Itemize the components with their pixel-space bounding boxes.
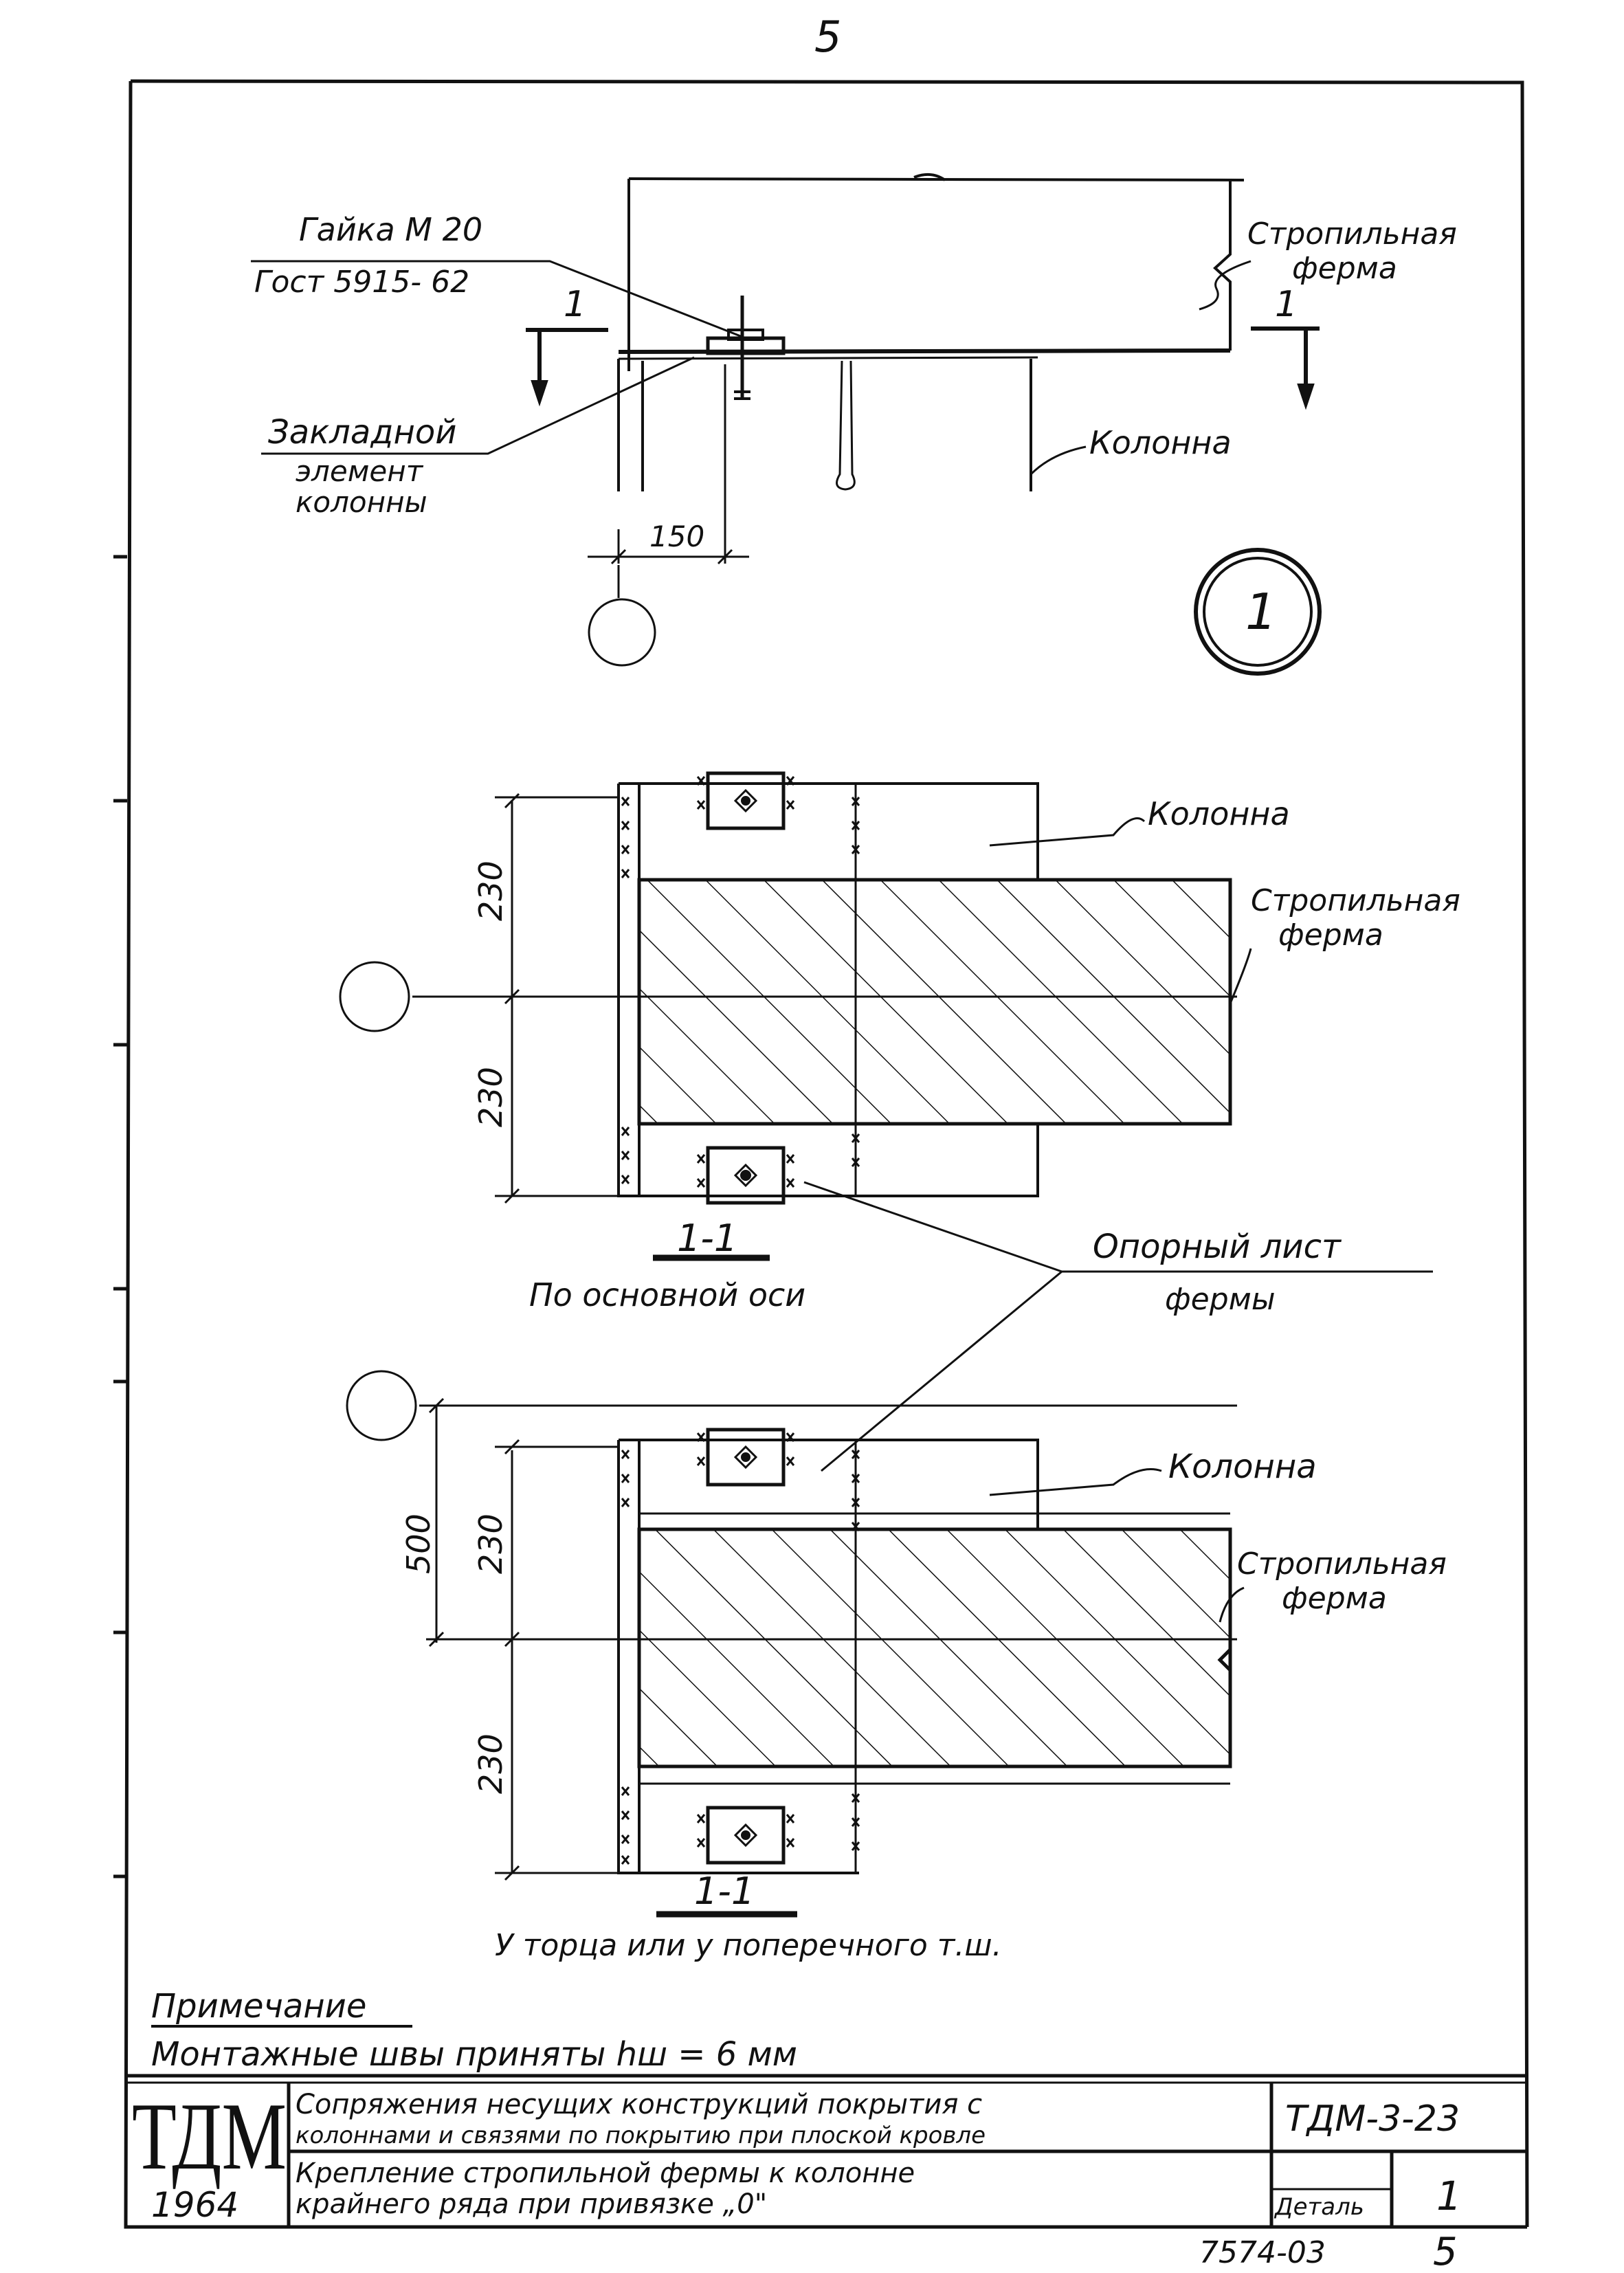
subtitle-line-2: крайнего ряда при привязке „0" <box>296 2188 767 2220</box>
nut-label-1: Гайка М 20 <box>299 211 482 248</box>
sheet-frame <box>124 79 1529 2229</box>
detail-label: Деталь <box>1273 2193 1364 2221</box>
embedded-label-3: колонны <box>296 485 427 519</box>
subtitle-line-1: Крепление стропильной фермы к колонне <box>296 2158 915 2189</box>
truss-outline <box>628 177 1245 181</box>
note-text: Монтажные швы приняты hш = 6 мм <box>151 2035 797 2074</box>
section-b-title: 1-1 <box>694 1870 755 1913</box>
dim-150: 150 <box>649 520 704 553</box>
axis-bubble-b <box>346 1370 417 1441</box>
section-a-truss-label-1: Стропильная <box>1251 883 1460 918</box>
section-a-dim-top: 230 <box>472 861 509 921</box>
drawing-code: ТДМ-3-23 <box>1285 2098 1460 2140</box>
detail-callout <box>1194 548 1322 676</box>
detail-number: 1 <box>1436 2173 1462 2219</box>
section-a <box>339 771 1252 1261</box>
truss-label-2: ферма <box>1292 251 1397 286</box>
truss-section-b <box>637 1527 1232 1768</box>
truss-label-1: Стропильная <box>1247 217 1457 252</box>
detail-callout-number: 1 <box>1245 583 1277 641</box>
section-mark-right: 1 <box>1275 284 1298 325</box>
nut-label-2: Гост 5915- 62 <box>254 265 469 300</box>
support-sheet-label-2: фермы <box>1165 1282 1276 1317</box>
year: 1964 <box>151 2185 238 2225</box>
section-b-dim-top: 230 <box>472 1514 509 1574</box>
detail-elevation <box>251 173 1322 676</box>
embedded-label-1: Закладной <box>268 413 456 452</box>
section-b-dim-bottom: 230 <box>472 1733 509 1794</box>
binding-marks <box>113 555 127 1878</box>
column-label: Колонна <box>1089 424 1232 461</box>
axis-bubble-a <box>339 961 410 1032</box>
archive-number: 7574-03 <box>1199 2235 1326 2270</box>
embedded-label-2: элемент <box>296 454 424 488</box>
section-b-subtitle: У торца или у поперечного т.ш. <box>495 1928 1002 1963</box>
section-a-truss-label-2: ферма <box>1278 918 1383 953</box>
section-mark-left: 1 <box>564 284 586 325</box>
section-a-column-label: Колонна <box>1148 795 1290 832</box>
note-heading: Примечание <box>151 1987 366 2026</box>
title-line-1: Сопряжения несущих конструкций покрытия … <box>296 2089 982 2120</box>
title-line-2: колоннами и связями по покрытию при плос… <box>296 2122 986 2149</box>
page-number: 5 <box>814 12 841 62</box>
column-outline <box>617 359 1032 491</box>
logo-tdm: ТДМ <box>132 2083 287 2190</box>
section-b-truss-label-2: ферма <box>1282 1581 1387 1616</box>
truss-section-a <box>637 878 1232 1126</box>
axis-bubble <box>588 598 656 667</box>
section-a-dim-bottom: 230 <box>472 1067 509 1127</box>
support-sheet-label-1: Опорный лист <box>1093 1228 1342 1266</box>
section-b <box>346 1370 1245 1918</box>
section-a-subtitle: По основной оси <box>529 1276 805 1313</box>
title-block <box>126 2074 1527 2227</box>
support-sheet-leaders <box>803 1181 1433 1472</box>
section-b-dim-total: 500 <box>400 1514 437 1574</box>
section-a-title: 1-1 <box>677 1217 737 1260</box>
section-b-column-label: Колонна <box>1168 1448 1317 1486</box>
section-b-truss-label-1: Стропильная <box>1237 1546 1447 1582</box>
sheet-number: 5 <box>1433 2230 1458 2273</box>
